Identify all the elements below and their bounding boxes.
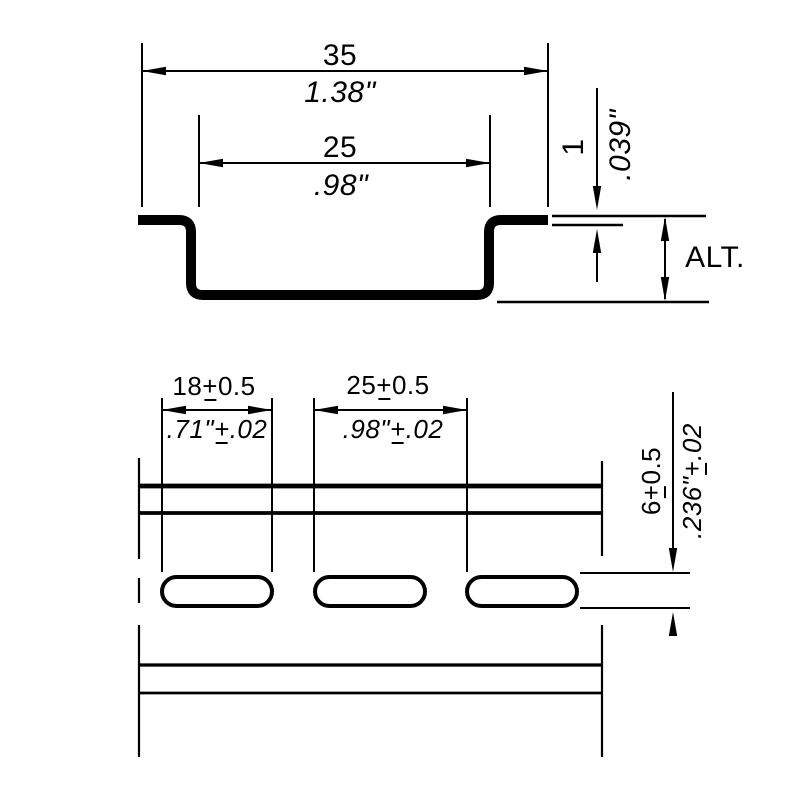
arrowhead-alt-down bbox=[660, 277, 670, 301]
dim-inner-width-inches: .98" bbox=[313, 169, 369, 202]
arrowhead-35-right bbox=[524, 66, 548, 76]
dim-slot-pitch-inches: .98"+.02 bbox=[342, 414, 444, 444]
dim-slot-width-metric: 6+0.5 bbox=[636, 446, 666, 516]
plus-minus-sign: + bbox=[376, 370, 392, 400]
dim-slot-pitch-metric: 25+0.5 bbox=[346, 370, 430, 400]
arrowhead-6-down bbox=[668, 548, 678, 572]
arrowhead-alt-up bbox=[660, 217, 670, 241]
arrowhead-1-up bbox=[592, 229, 602, 253]
arrowhead-18-right bbox=[248, 405, 272, 415]
mounting-slot-1 bbox=[160, 575, 274, 608]
dim-inner-width-metric: 25 bbox=[322, 131, 358, 164]
plus-minus-sign: + bbox=[636, 484, 666, 501]
arrowhead-35-left bbox=[142, 66, 166, 76]
plus-minus-sign: + bbox=[677, 460, 707, 477]
dim-overall-width-metric: 35 bbox=[322, 39, 358, 72]
dim-slot-length-metric: 18+0.5 bbox=[172, 371, 256, 401]
plus-minus-sign: + bbox=[214, 414, 230, 444]
arrowhead-pitch-left bbox=[314, 405, 338, 415]
dim-slot-length-inches: .71"+.02 bbox=[166, 414, 268, 444]
mounting-slot-3 bbox=[465, 575, 579, 608]
arrowhead-6-up bbox=[668, 612, 678, 636]
dim-thickness-metric: 1 bbox=[557, 138, 590, 156]
arrowhead-25-right bbox=[466, 158, 490, 168]
arrowhead-1-down bbox=[592, 186, 602, 210]
plus-minus-sign: + bbox=[202, 371, 218, 401]
alt-height-label: ALT. bbox=[685, 241, 745, 274]
dim-overall-width-inches: 1.38" bbox=[304, 76, 376, 109]
mounting-slot-2 bbox=[313, 575, 427, 608]
arrowhead-18-left bbox=[162, 405, 186, 415]
dim-slot-width-inches: .236"+.02 bbox=[677, 423, 707, 539]
arrowhead-25-left bbox=[199, 158, 223, 168]
rail-profile bbox=[138, 215, 548, 300]
dim-thickness-inches: .039" bbox=[604, 109, 637, 181]
arrowhead-pitch-right bbox=[443, 405, 467, 415]
plus-minus-sign: + bbox=[390, 414, 406, 444]
